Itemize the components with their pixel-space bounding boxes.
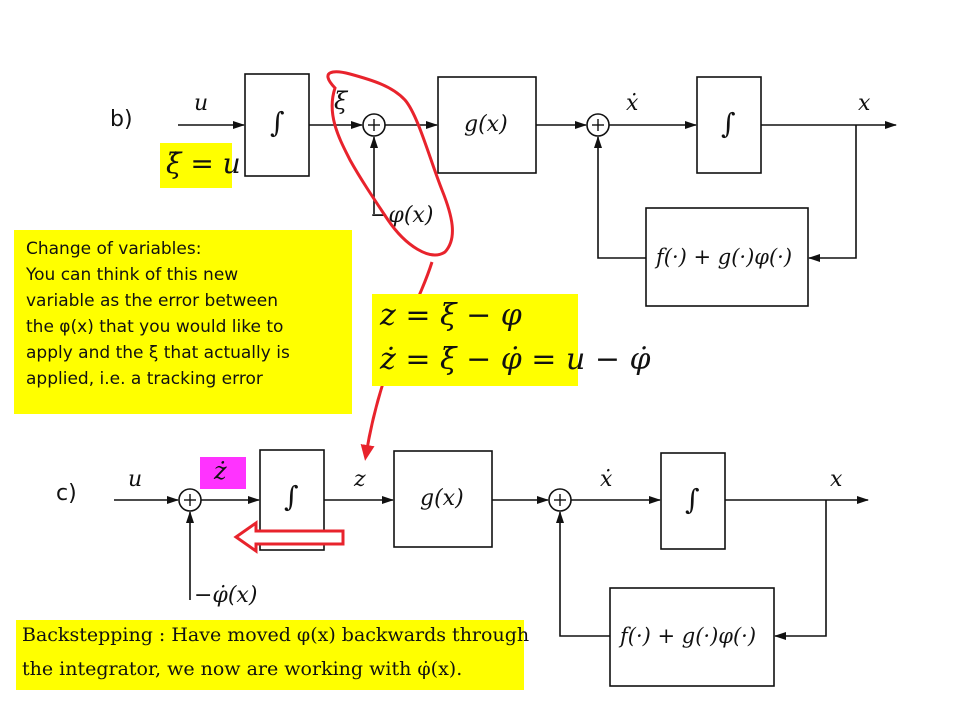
- panel-c-integrator-symbol: ∫: [284, 480, 299, 513]
- note-line: apply and the ξ that actually is: [26, 343, 290, 363]
- panel-b-xdot-label: ẋ: [626, 91, 639, 116]
- panel-c-input-label: u: [128, 467, 142, 492]
- panel-c-phidot-feedback-label: −φ̇(x): [194, 583, 257, 608]
- panel-c-label: c): [56, 481, 77, 506]
- substitution-line-2: ż = ξ̇ − φ̇ = u − φ̇: [380, 342, 651, 377]
- xi-dot-equation-box: ξ̇ = u: [160, 143, 241, 188]
- panel-c: c) u −φ̇(x) ∫ z g(x) ẋ ∫ x: [56, 449, 869, 687]
- panel-c-z-label: z: [353, 467, 366, 492]
- panel-c-integrator-block-2: [660, 452, 726, 550]
- panel-c-feedback-return-line: [556, 511, 610, 637]
- panel-b: b) u ∫ ξ −φ(x) g(x) ẋ ∫ x: [110, 73, 897, 307]
- panel-c-xdot-label: ẋ: [600, 467, 613, 492]
- note-line: You can think of this new: [26, 265, 239, 285]
- panel-c-feedback-block: [609, 587, 775, 687]
- red-highlight-circle: [326, 70, 454, 257]
- panel-b-feedback-return-line: [594, 136, 646, 259]
- zdot-label: ż: [214, 457, 227, 485]
- panel-b-feedback-block: [645, 207, 809, 307]
- panel-b-integrator-symbol-2: ∫: [721, 107, 736, 140]
- change-of-variables-note: Change of variables: You can think of th…: [14, 230, 352, 414]
- panel-c-integrator-symbol-2: ∫: [685, 483, 700, 516]
- panel-b-xi-label: ξ: [334, 87, 349, 115]
- note-line: the φ(x) that you would like to: [26, 317, 284, 337]
- substitution-line-1: z = ξ − φ: [380, 298, 522, 333]
- note-line: Change of variables:: [26, 239, 202, 259]
- backstepping-note: Backstepping : Have moved φ(x) backwards…: [16, 620, 529, 690]
- panel-b-feedback-label: f(·) + g(·)φ(·): [654, 245, 792, 269]
- panel-c-g-block: [393, 450, 493, 548]
- panel-c-g-label: g(x): [420, 486, 464, 511]
- backstepping-line-1: Backstepping : Have moved φ(x) backwards…: [22, 624, 530, 646]
- xi-dot-equation: ξ̇ = u: [166, 147, 241, 180]
- zdot-label-box: ż: [200, 457, 246, 489]
- panel-c-feedback-line: [774, 500, 827, 640]
- backstepping-line-2: the integrator, we now are working with …: [22, 658, 463, 680]
- panel-b-g-label: g(x): [464, 112, 508, 137]
- panel-b-input-label: u: [194, 91, 208, 116]
- panel-b-output-label: x: [858, 91, 871, 116]
- note-line: variable as the error between: [26, 291, 279, 311]
- panel-b-integrator-symbol: ∫: [270, 106, 285, 139]
- backward-arrow-icon: [233, 520, 345, 554]
- panel-b-label: b): [110, 107, 133, 132]
- note-line: applied, i.e. a tracking error: [26, 369, 263, 389]
- panel-c-output-label: x: [830, 467, 843, 492]
- substitution-equations-box: z = ξ − φ ż = ξ̇ − φ̇ = u − φ̇: [372, 294, 651, 386]
- panel-c-feedback-label: f(·) + g(·)φ(·): [618, 624, 756, 648]
- panel-b-feedback-line: [808, 125, 857, 262]
